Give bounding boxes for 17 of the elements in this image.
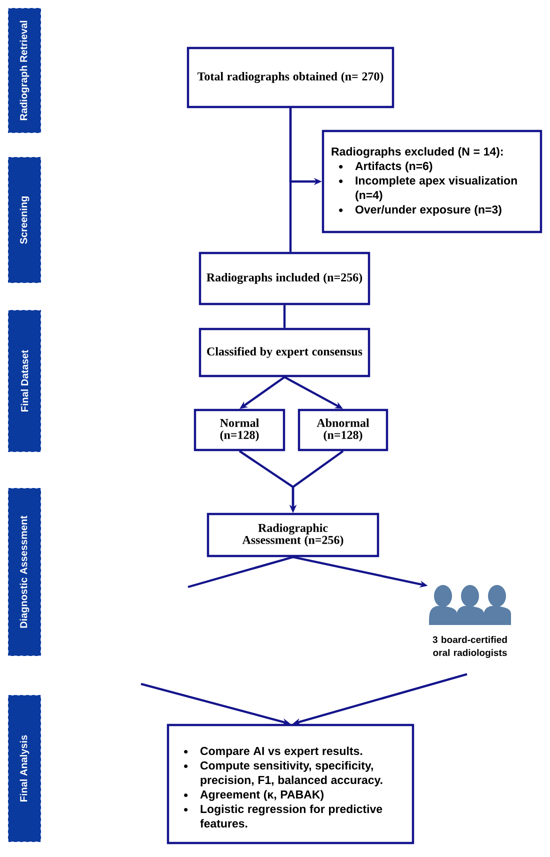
exclusion-box: Radiographs excluded (N = 14): Artifacts (n=6) Incomplete apex visualization (n=4) Over/under exposure (n=3) <box>322 130 542 234</box>
stage-label-band: Diagnostic Assessment <box>8 488 42 656</box>
process-box: Radiographic Assessment (n=256) <box>206 512 380 558</box>
process-box: Abnormal (n=128) <box>298 408 388 452</box>
process-box: Classified by expert consensus <box>198 328 370 378</box>
stage-label-band: Final Analysis <box>8 694 42 842</box>
stage-label-band: Screening <box>8 156 42 284</box>
stage-label-band: Radiograph Retrieval <box>8 8 42 134</box>
caption-text: 3 board-certified oral radiologists <box>432 636 507 658</box>
process-box: Total radiographs obtained (n= 270) <box>186 46 394 108</box>
people-icon <box>429 585 511 625</box>
process-box: Radiographs included (n=256) <box>198 252 370 306</box>
analysis-box: Compare AI vs expert results. Compute sensitivity, specificity, precision, F1, balanced accuracy. Agreement (κ, PABAK) Logistic regression for predictive features. <box>166 724 414 844</box>
stage-label-band: Final Dataset <box>8 310 42 452</box>
process-box: Normal (n=128) <box>194 408 286 452</box>
connector-line <box>283 305 286 328</box>
connector-line <box>188 556 294 588</box>
